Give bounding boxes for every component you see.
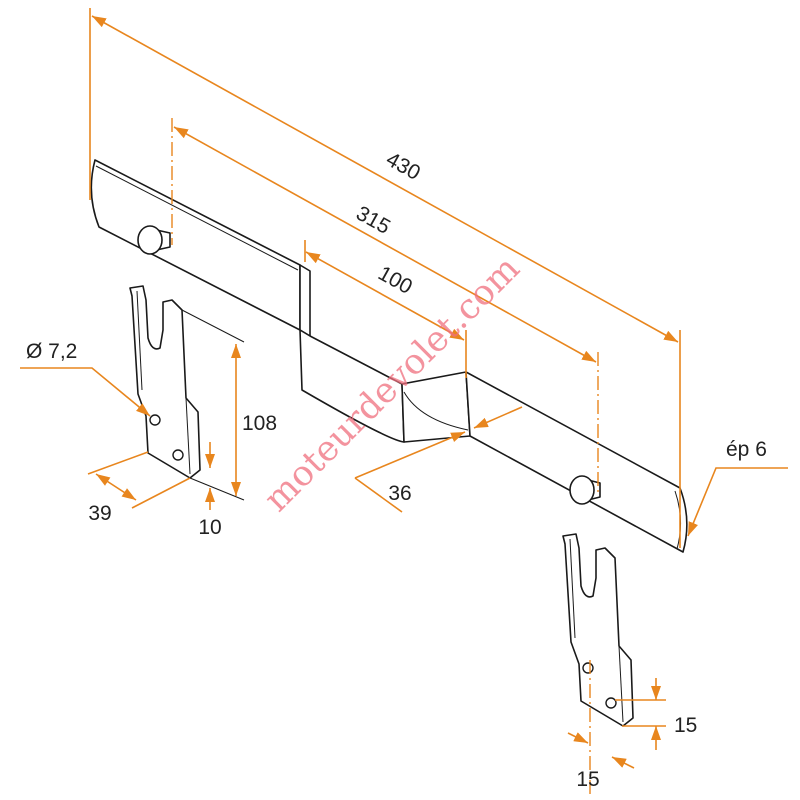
- bar-left-plate: [90, 159, 301, 331]
- hole-diameter-leader: [20, 367, 151, 417]
- left-pin-head: [137, 225, 163, 255]
- right-bracket-hole-upper: [582, 662, 594, 674]
- bracket-height-extension-bottom: [189, 477, 245, 501]
- dimension-tab-offset: 10: [198, 442, 222, 539]
- offset-length-dimension-line: [305, 251, 465, 341]
- bracket-width-label: 39: [88, 502, 111, 525]
- dimension-hole-diameter: Ø 7,2: [20, 340, 151, 417]
- offset-depth-arrow-upper: [473, 406, 523, 429]
- bracket-width-extension-left: [87, 451, 149, 475]
- thickness-label: ép 6: [726, 438, 767, 461]
- hole-spacing-horizontal-arrow-left: [567, 732, 589, 744]
- hole-spacing-horizontal-arrow-right: [611, 756, 635, 769]
- left-bracket-hole-lower: [172, 449, 184, 461]
- dimension-bracket-height: 108: [181, 309, 277, 501]
- hole-spacing-horizontal-label: 15: [576, 768, 599, 791]
- pin-spacing-label: 315: [352, 202, 394, 239]
- dimension-bracket-width: 39: [87, 451, 191, 525]
- bar-right-plate: [465, 371, 688, 553]
- pin-spacing-dimension-line: [173, 126, 597, 363]
- offset-depth-arrow-lower: [354, 431, 466, 479]
- right-bracket-hole-lower: [605, 697, 617, 709]
- thickness-leader: [687, 467, 788, 537]
- left-bracket-tab-line: [185, 397, 191, 475]
- bar-jog-bend-line: [403, 391, 469, 431]
- right-bracket-tab-line: [618, 645, 624, 723]
- overall-length-dimension-line: [91, 15, 679, 343]
- right-bracket-fold-line: [569, 538, 576, 639]
- left-bracket-body: [129, 285, 201, 479]
- dimension-hole-spacing-horizontal: 15: [567, 660, 635, 796]
- right-bracket: [562, 533, 634, 727]
- right-bracket-body: [562, 533, 634, 727]
- right-pin: [569, 475, 601, 505]
- bracket-width-extension-right: [131, 477, 191, 509]
- left-bracket-hole-upper: [149, 414, 161, 426]
- offset-depth-leader: [354, 477, 403, 513]
- right-pin-head: [569, 475, 595, 505]
- hole-spacing-vertical-label: 15: [674, 714, 697, 737]
- tab-offset-label: 10: [198, 516, 221, 539]
- dimension-thickness: ép 6: [687, 438, 788, 537]
- hole-diameter-label: Ø 7,2: [26, 340, 77, 363]
- bracket-height-extension-top: [181, 309, 245, 343]
- overall-length-label: 430: [382, 148, 424, 185]
- offset-depth-label: 36: [388, 482, 411, 505]
- dimension-hole-spacing-vertical: 15: [615, 678, 697, 750]
- left-bracket: [129, 285, 201, 479]
- bar-first-jog: [299, 264, 311, 337]
- bracket-width-dimension-line: [95, 473, 137, 501]
- dimension-offset-depth: 36: [354, 406, 523, 513]
- bracket-height-label: 108: [242, 412, 277, 435]
